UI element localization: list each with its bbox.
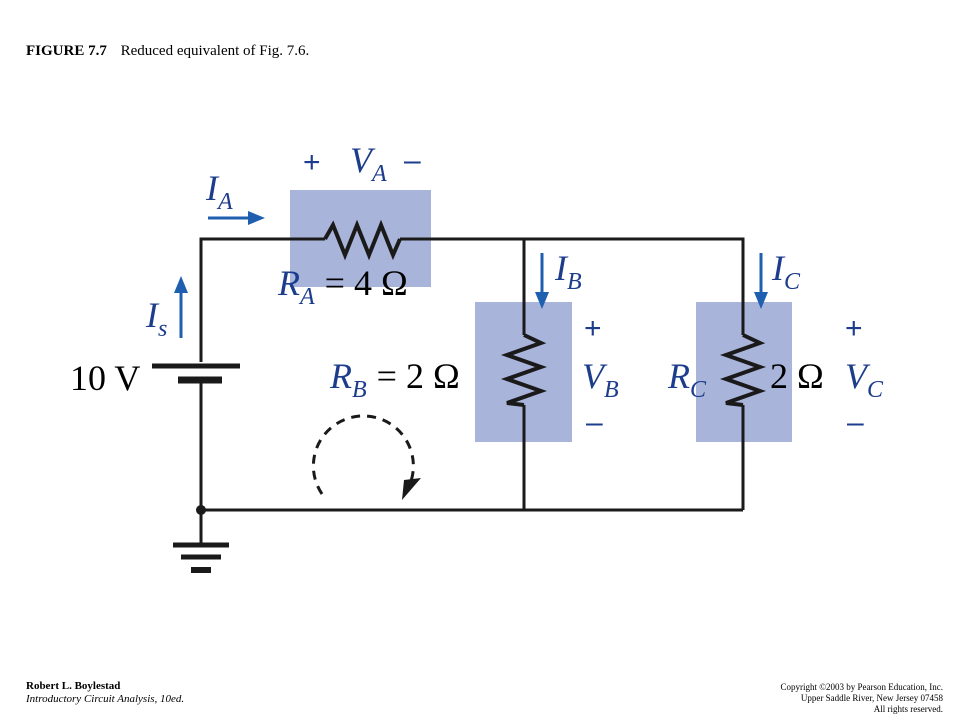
current-arrows: [174, 211, 768, 338]
voltage-c-plus: +: [845, 312, 863, 345]
resistor-c-name: RC: [667, 356, 707, 403]
loop-arrowhead: [402, 478, 421, 500]
resistor-b-label: RB= 2 Ω: [329, 356, 460, 403]
copyright-notice: Copyright ©2003 by Pearson Education, In…: [780, 682, 943, 715]
voltage-a-minus: –: [404, 144, 421, 177]
copyright-line: All rights reserved.: [873, 704, 943, 714]
figure-number: FIGURE 7.7: [26, 43, 107, 59]
ground-node-dot: [196, 505, 206, 515]
copyright-line: Copyright ©2003 by Pearson Education, In…: [780, 682, 943, 692]
current-b-label: IB: [554, 248, 582, 295]
loop-direction-arrow: [311, 414, 415, 495]
author-name: Robert L. Boylestad: [26, 680, 121, 692]
resistor-c-symbol: [719, 333, 767, 407]
source-current-label: Is: [145, 295, 167, 342]
source-voltage-label: 10 V: [70, 358, 140, 398]
footer-credit: Robert L. Boylestad Introductory Circuit…: [26, 680, 184, 706]
voltage-b-label: VB: [582, 356, 619, 403]
resistor-b-symbol: [500, 333, 548, 407]
ground-symbol: [173, 542, 229, 573]
book-title: Introductory Circuit Analysis, 10ed.: [26, 693, 185, 705]
resistor-a-label: RA= 4 Ω: [277, 263, 408, 310]
current-c-label: IC: [771, 248, 801, 295]
voltage-b-plus: +: [584, 312, 602, 345]
resistor-a-symbol: [323, 219, 402, 261]
voltage-c-minus: –: [847, 406, 864, 439]
copyright-line: Upper Saddle River, New Jersey 07458: [800, 693, 943, 703]
current-a-label: IA: [205, 168, 233, 215]
voltage-c-label: VC: [845, 356, 884, 403]
resistor-c-value: 2 Ω: [770, 356, 824, 396]
voltage-b-minus: –: [586, 406, 603, 439]
battery-symbol: [152, 363, 240, 384]
voltage-a-label: VA: [350, 140, 387, 187]
figure-caption-text: Reduced equivalent of Fig. 7.6.: [120, 43, 310, 59]
voltage-a-plus: +: [303, 146, 321, 179]
circuit-wires: [199, 237, 745, 543]
figure-caption: FIGURE 7.7 Reduced equivalent of Fig. 7.…: [26, 43, 309, 60]
